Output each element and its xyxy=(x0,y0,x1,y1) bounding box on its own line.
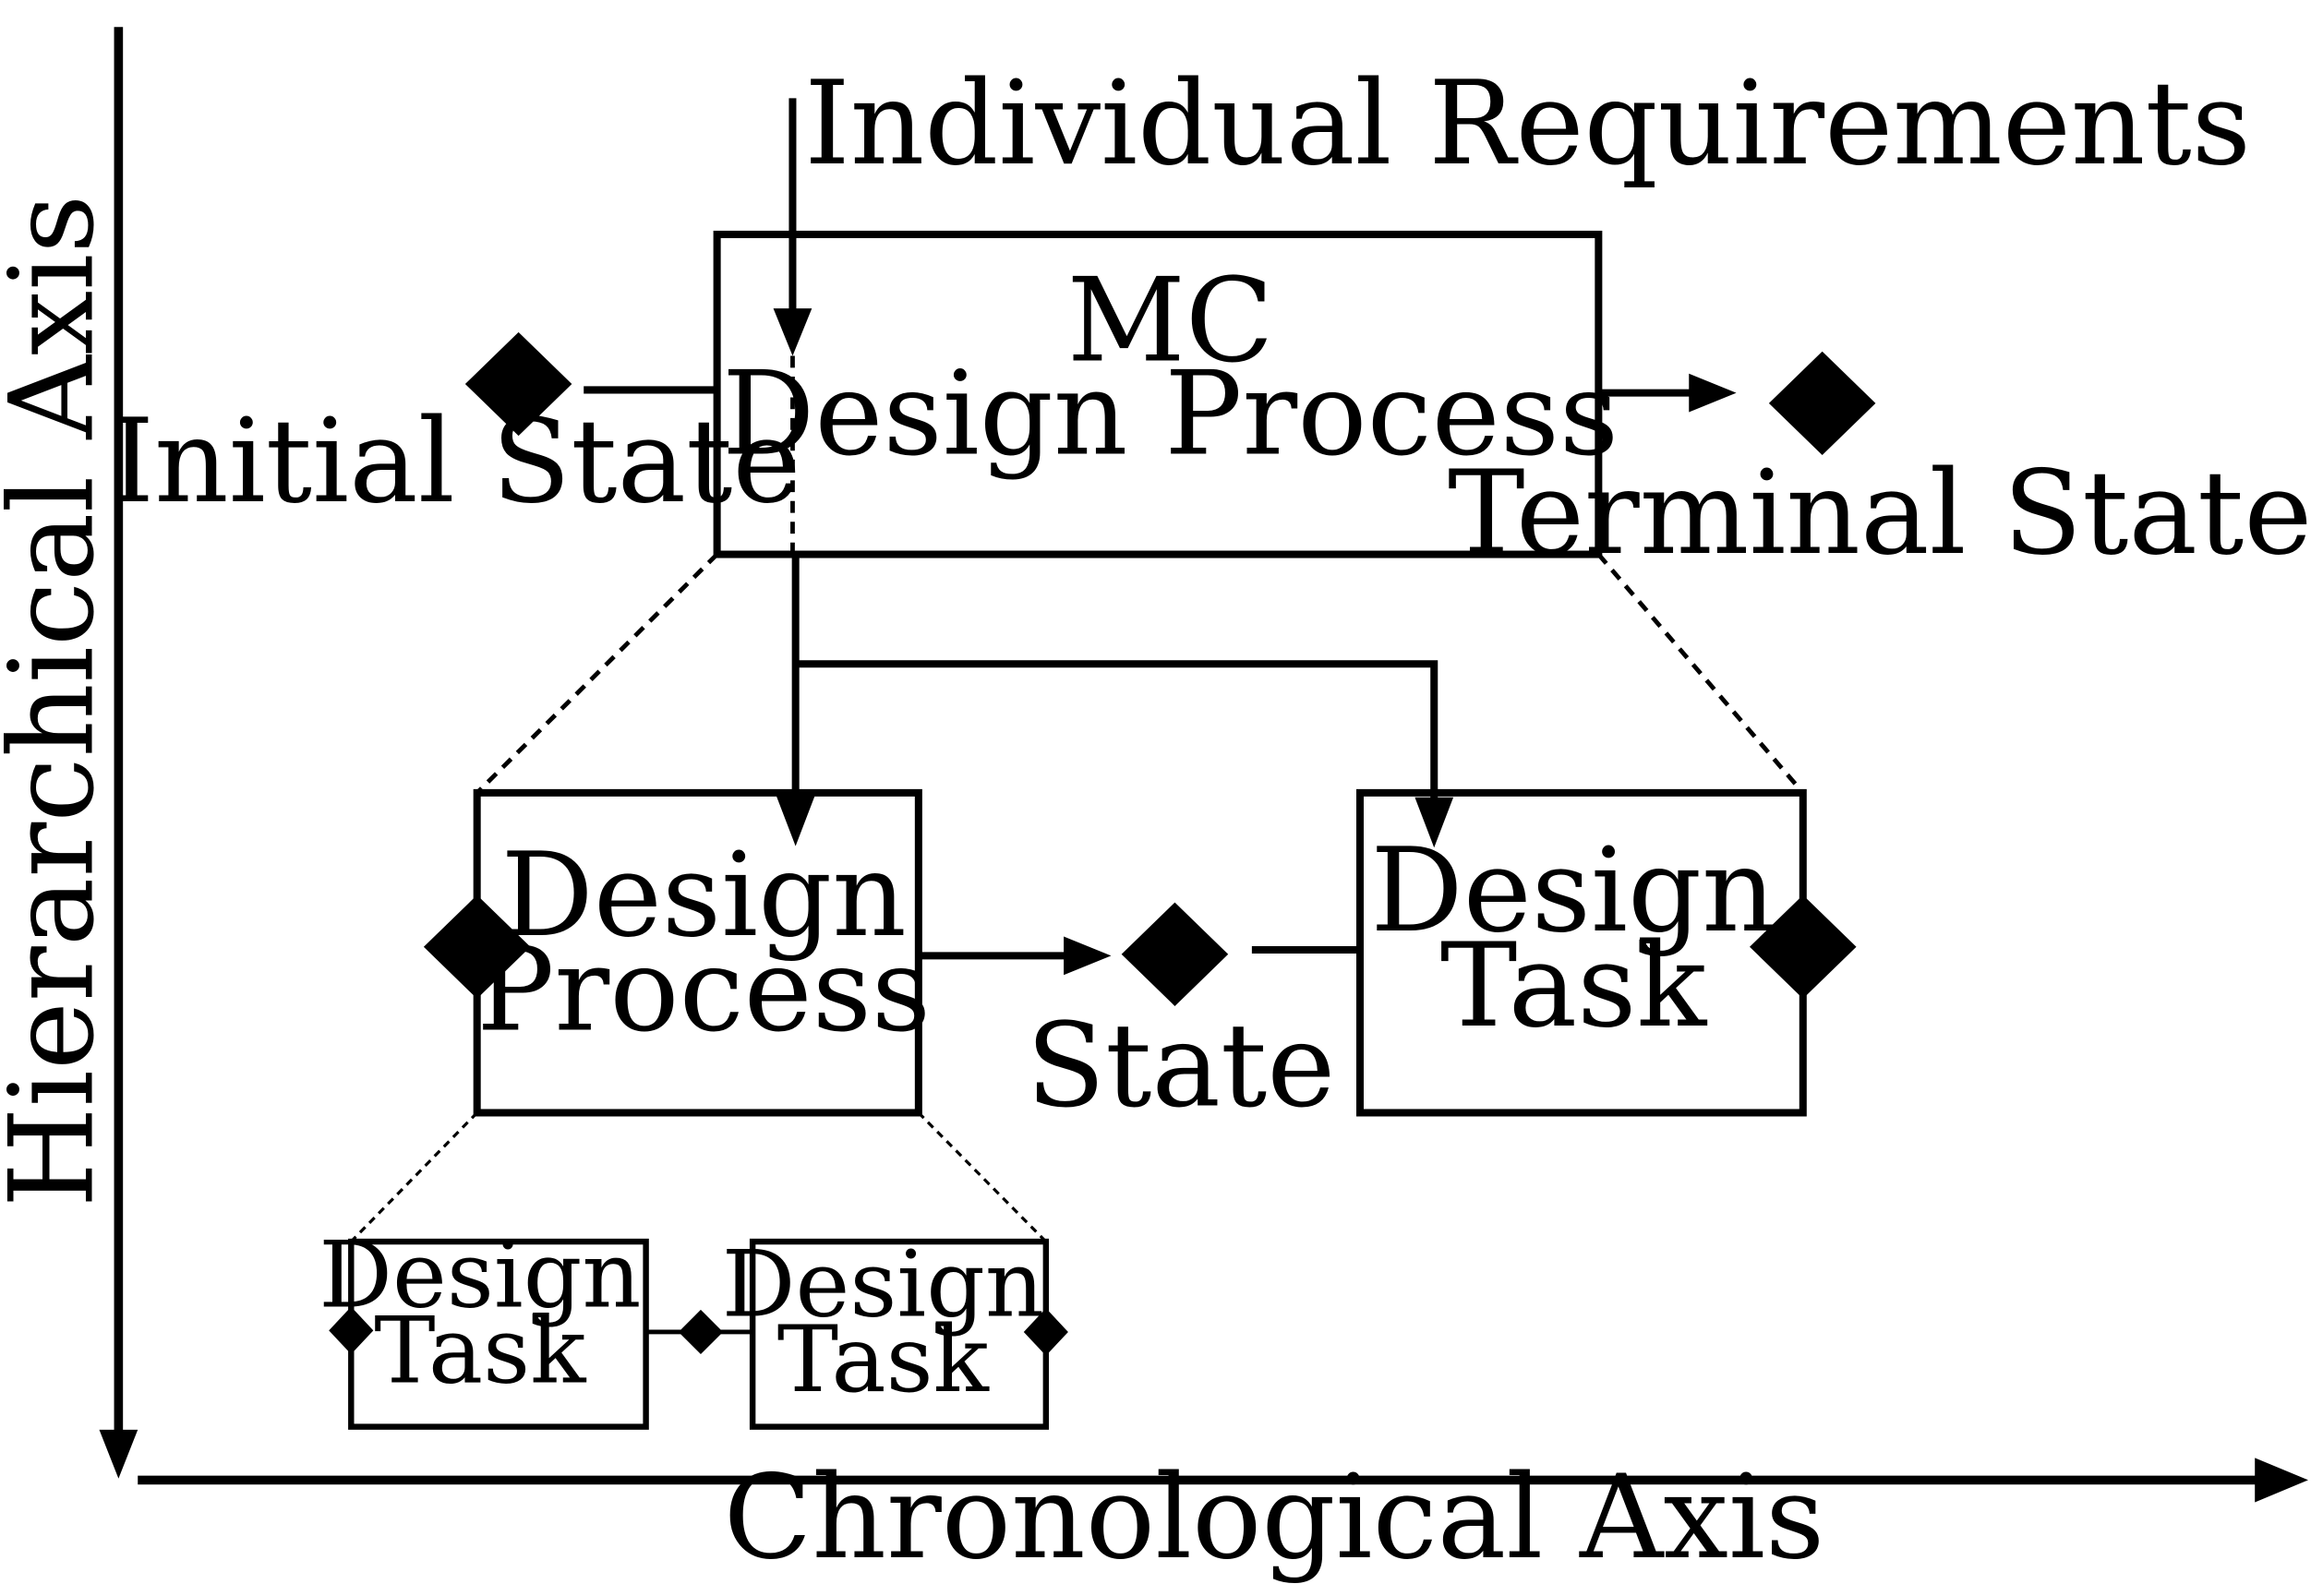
individual-requirements-label: Individual Requirements xyxy=(804,56,2251,191)
design-task-title-line1: Design xyxy=(1370,823,1775,958)
hierarchical-axis-label: Hierarchical Axis xyxy=(0,194,119,1207)
requirements-to-task-line xyxy=(795,660,1438,800)
chronological-axis xyxy=(138,1458,2308,1503)
requirements-arrowhead xyxy=(773,308,812,356)
leaf-decomposition-dash-left xyxy=(350,1111,478,1243)
chronological-axis-label: Chronological Axis xyxy=(724,1450,1825,1585)
leaf-task-2-title-line2: Task xyxy=(777,1307,990,1413)
middle-state-diamond xyxy=(1121,902,1229,1006)
leaf-task-1-title-line1: Design xyxy=(319,1223,641,1329)
decomposition-dash-right xyxy=(1596,552,1805,795)
decomposition-dash-left xyxy=(475,552,719,795)
terminal-state-diamond xyxy=(1768,351,1876,456)
middle-state-arrowhead xyxy=(1064,936,1112,976)
requirements-to-task-arrowhead xyxy=(1414,797,1454,848)
hierarchical-axis-arrowhead xyxy=(99,1429,138,1479)
leaf-task-2-title-line1: Design xyxy=(722,1231,1044,1338)
design-task-title-line2: Task xyxy=(1440,918,1708,1053)
leaf-task-between-diamond xyxy=(678,1309,724,1355)
initial-state-label: Initial State xyxy=(109,394,801,529)
requirements-to-process-arrowhead xyxy=(776,796,815,846)
design-process-title-line2: Process xyxy=(476,923,931,1058)
leaf-task-1-title-line2: Task xyxy=(374,1299,586,1405)
leaf-decomposition-dash-right xyxy=(917,1111,1047,1243)
initial-state-diamond xyxy=(464,331,572,437)
terminal-state-label: Terminal State xyxy=(1448,446,2312,581)
chronological-axis-arrowhead xyxy=(2255,1458,2308,1503)
design-process-title-line1: Design xyxy=(501,828,907,963)
middle-state-label: State xyxy=(1026,998,1335,1133)
leaf-task-1-start-diamond xyxy=(329,1306,374,1355)
mc-design-process-title-line1: MC xyxy=(1067,253,1274,388)
hierarchical-axis xyxy=(99,27,138,1479)
terminal-state-arrowhead xyxy=(1689,373,1737,413)
mc-design-process-title-line2: Design Process xyxy=(722,346,1619,481)
